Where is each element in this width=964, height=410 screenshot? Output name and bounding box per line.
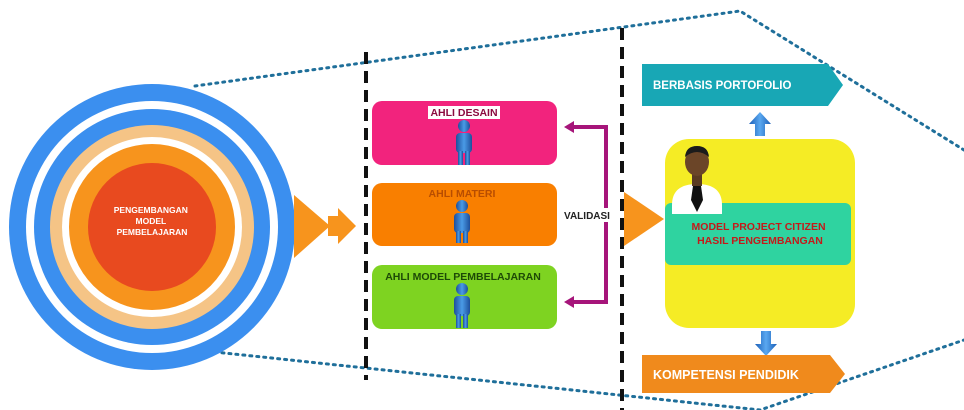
person-icon bbox=[454, 200, 470, 243]
result-panel: MODEL PROJECT CITIZEN HASIL PENGEMBANGAN bbox=[665, 139, 855, 328]
output-label-portofolio: BERBASIS PORTOFOLIO bbox=[653, 80, 791, 92]
arrow-to-experts bbox=[294, 195, 356, 258]
dotted-projection-lines bbox=[193, 9, 964, 410]
arrow-chevron bbox=[328, 208, 356, 244]
core-red bbox=[88, 163, 216, 291]
expert-label-desain: AHLI DESAIN bbox=[430, 107, 497, 119]
arrow-triangle bbox=[294, 195, 330, 258]
center-label-line1: PENGEMBANGAN bbox=[114, 205, 188, 215]
concentric-target: PENGEMBANGAN MODEL PEMBELAJARAN bbox=[9, 84, 295, 370]
result-label-line1: MODEL PROJECT CITIZEN bbox=[692, 221, 826, 233]
expert-label-model: AHLI MODEL PEMBELAJARAN bbox=[385, 271, 541, 283]
svg-text:PENGEMBANGAN MODEL: PENGEMBANGAN MODEL PEMBELAJARAN bbox=[114, 205, 191, 237]
dotted-line-bottom bbox=[213, 338, 964, 410]
svg-text:MODEL PROJECT CITIZEN HA: MODEL PROJECT CITIZEN HASIL PENGEMBANGAN bbox=[692, 221, 829, 247]
expert-box-desain: AHLI DESAIN bbox=[372, 101, 557, 165]
expert-box-materi: AHLI MATERI bbox=[372, 183, 557, 246]
output-banner-portofolio: BERBASIS PORTOFOLIO bbox=[642, 64, 843, 106]
person-icon bbox=[456, 120, 472, 165]
output-banner-kompetensi: KOMPETENSI PENDIDIK bbox=[642, 355, 845, 393]
output-label-kompetensi: KOMPETENSI PENDIDIK bbox=[653, 368, 799, 382]
expert-label-materi: AHLI MATERI bbox=[429, 188, 496, 200]
person-icon bbox=[454, 283, 470, 328]
center-label-line2: MODEL bbox=[136, 216, 167, 226]
result-label-line2: HASIL PENGEMBANGAN bbox=[697, 235, 823, 247]
businessman-icon bbox=[672, 146, 722, 214]
expert-box-model: AHLI MODEL PEMBELAJARAN bbox=[372, 265, 557, 329]
validasi-label: VALIDASI bbox=[564, 211, 610, 222]
up-arrow-icon bbox=[749, 112, 771, 136]
arrow-to-result bbox=[624, 192, 664, 246]
dotted-line-top bbox=[193, 9, 964, 152]
down-arrow-icon bbox=[755, 331, 777, 356]
center-label-line3: PEMBELAJARAN bbox=[117, 227, 188, 237]
